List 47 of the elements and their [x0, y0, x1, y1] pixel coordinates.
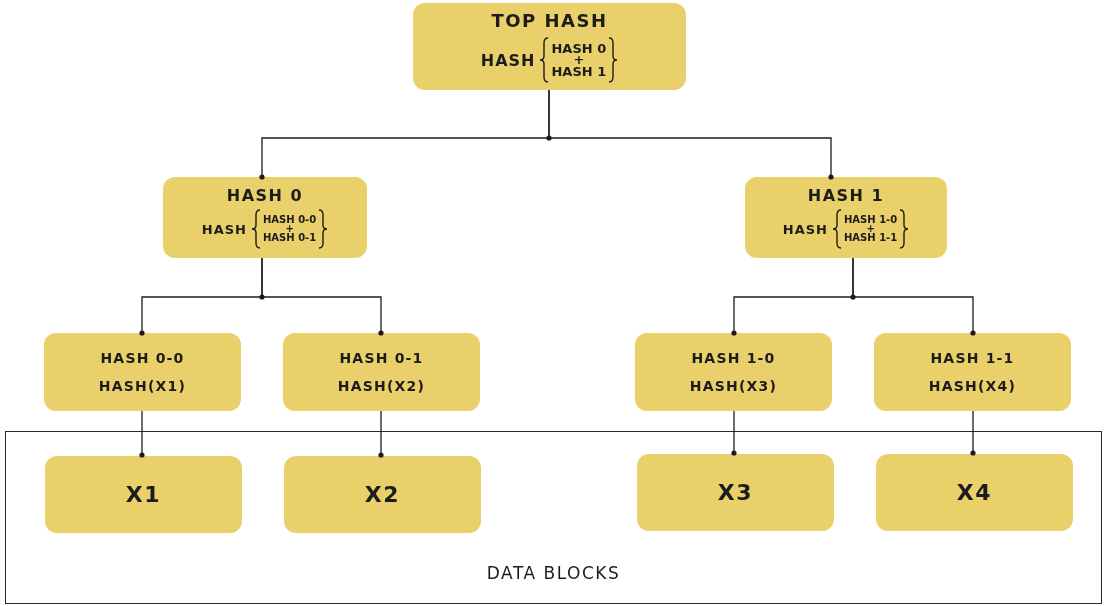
connector-line — [852, 257, 976, 336]
connector-line — [139, 410, 145, 458]
data-block-label: X1 — [125, 482, 162, 507]
node-title: HASH 1-0 — [691, 350, 776, 366]
hash-operand: HASH 0 — [551, 41, 607, 55]
hash-formula: HASH(X3) — [689, 378, 778, 394]
data-block-label: X3 — [717, 480, 754, 505]
data-block-box — [284, 456, 481, 533]
connector-line — [548, 89, 834, 180]
group-label: DATA BLOCKS — [486, 563, 621, 583]
node-title: HASH 1-1 — [930, 350, 1015, 366]
data-block-box — [637, 454, 834, 531]
hash-operand: HASH 1-1 — [843, 233, 898, 243]
hash-box — [163, 177, 367, 258]
plus-sign: + — [866, 225, 875, 233]
data-block-label: X2 — [364, 482, 401, 507]
hash-formula: HASH(X2) — [337, 378, 426, 394]
hash-label: HASH — [782, 221, 828, 237]
hash-operand: HASH 0-1 — [262, 233, 317, 243]
plus-sign: + — [573, 54, 585, 66]
data-block-label: X4 — [956, 480, 993, 505]
hash-operand: HASH 1-0 — [843, 215, 898, 225]
hash-box — [745, 177, 947, 258]
plus-sign: + — [285, 225, 294, 233]
connector-line — [731, 410, 737, 456]
group-frame — [5, 431, 1102, 604]
data-block-box — [876, 454, 1073, 531]
hash-operand: HASH 1 — [551, 65, 607, 79]
hash-formula: HASH(X4) — [928, 378, 1017, 394]
hash-box — [44, 333, 241, 411]
node-title: HASH 0 — [226, 186, 304, 205]
hash-operand: HASH 0-0 — [262, 215, 317, 225]
data-block-box — [45, 456, 242, 533]
node-title: HASH 0-0 — [100, 350, 185, 366]
hash-formula: HASH(X1) — [98, 378, 187, 394]
node-title: HASH 0-1 — [339, 350, 424, 366]
hash-label: HASH — [480, 50, 536, 70]
connector-line — [261, 257, 384, 336]
node-title: TOP HASH — [491, 10, 608, 31]
hash-box — [635, 333, 832, 411]
hash-label: HASH — [201, 221, 247, 237]
connector-line — [970, 410, 976, 456]
hash-box — [283, 333, 480, 411]
hash-box — [413, 3, 686, 90]
node-title: HASH 1 — [807, 186, 885, 205]
connector-line — [378, 410, 384, 458]
hash-box — [874, 333, 1071, 411]
